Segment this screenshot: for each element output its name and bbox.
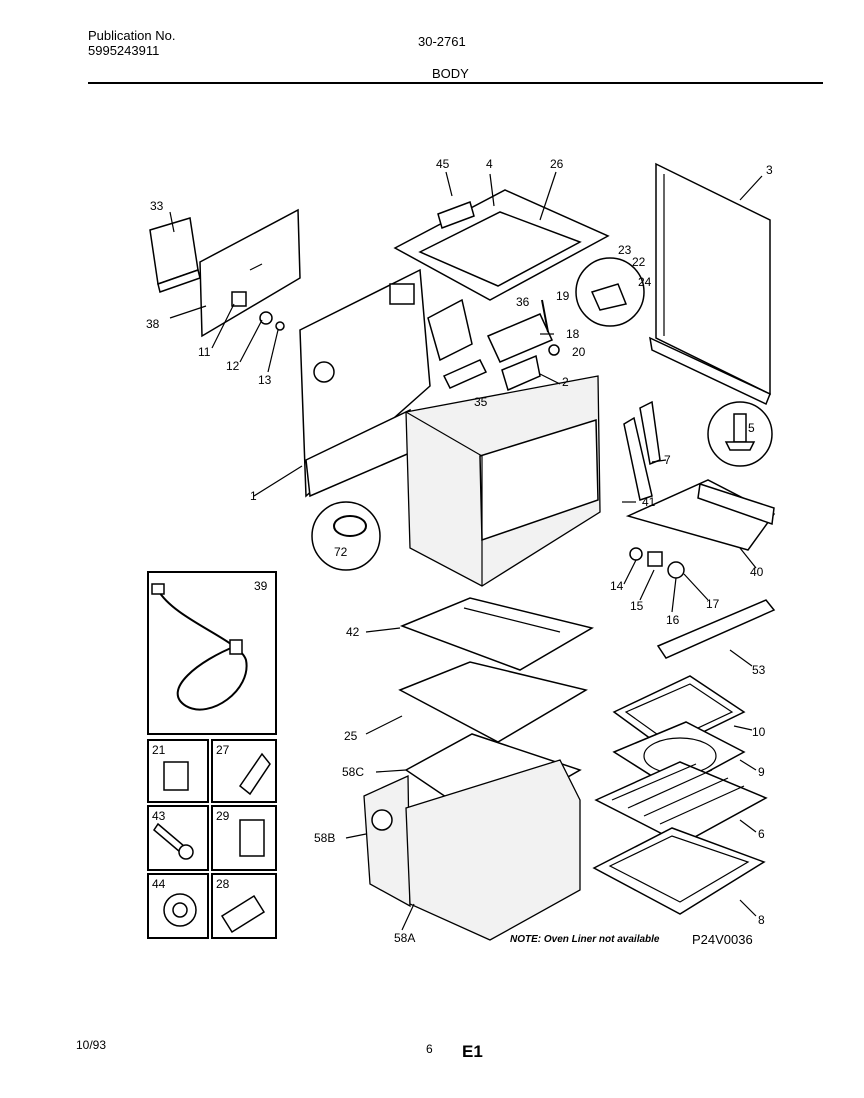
callout-14: 14 xyxy=(610,579,624,593)
part-14-15-16-17 xyxy=(629,547,685,579)
callout-20: 20 xyxy=(572,345,586,359)
part-39-power-cord xyxy=(151,583,248,711)
part-72-disc xyxy=(311,501,381,571)
part-28-bracket xyxy=(220,894,266,934)
part-22-23-24 xyxy=(575,257,645,327)
part-29-bracket xyxy=(239,819,265,857)
part-58-base xyxy=(363,759,581,941)
part-27-clip xyxy=(238,752,271,796)
callout-16: 16 xyxy=(666,613,680,627)
page-number: 6 xyxy=(426,1042,433,1056)
callouts: 33 38 11 12 13 1 45 4 26 3 23 22 24 19 3… xyxy=(146,157,773,945)
callout-36: 36 xyxy=(516,295,530,309)
inset-boxes xyxy=(147,571,277,939)
oven-body xyxy=(405,375,601,587)
part-1-side-panel xyxy=(299,268,431,498)
callout-28: 28 xyxy=(216,877,230,891)
callout-24: 24 xyxy=(638,275,652,289)
oven-liner-note: NOTE: Oven Liner not available xyxy=(510,934,660,945)
part-7 xyxy=(623,400,661,501)
part-36-18-19-20-valves xyxy=(427,298,560,363)
part-38-panel xyxy=(199,208,301,338)
part-8-frame xyxy=(592,827,766,915)
part-3-panel xyxy=(649,162,771,406)
callout-35: 35 xyxy=(474,395,488,409)
callout-72: 72 xyxy=(334,545,348,559)
callout-21: 21 xyxy=(152,743,166,757)
part-40-bracket xyxy=(625,479,776,551)
part-35-2 xyxy=(442,354,541,392)
callout-10: 10 xyxy=(752,725,766,739)
publication-number: 5995243911 xyxy=(88,43,160,58)
callout-4: 4 xyxy=(486,157,493,171)
part-43-screw xyxy=(153,822,194,860)
callout-8: 8 xyxy=(758,913,765,927)
part-4-top-frame xyxy=(393,189,610,301)
callout-45: 45 xyxy=(436,157,450,171)
callout-44: 44 xyxy=(152,877,166,891)
callout-11: 11 xyxy=(198,345,211,359)
callout-17: 17 xyxy=(706,597,720,611)
callout-58a: 58A xyxy=(394,931,415,945)
callout-58c: 58C xyxy=(342,765,364,779)
callout-22: 22 xyxy=(632,255,646,269)
callout-18: 18 xyxy=(566,327,580,341)
leader-lines xyxy=(169,171,763,931)
callout-33: 33 xyxy=(150,199,164,213)
page-code: E1 xyxy=(462,1042,483,1061)
callout-29: 29 xyxy=(216,809,230,823)
callout-12: 12 xyxy=(226,359,240,373)
part-44-knob xyxy=(163,893,197,927)
publication-label: Publication No. xyxy=(88,28,176,43)
callout-42: 42 xyxy=(346,625,360,639)
callout-38: 38 xyxy=(146,317,160,331)
callout-15: 15 xyxy=(630,599,644,613)
callout-41: 41 xyxy=(642,495,656,509)
callout-23: 23 xyxy=(618,243,632,257)
callout-40: 40 xyxy=(750,565,764,579)
callout-9: 9 xyxy=(758,765,765,779)
callout-25: 25 xyxy=(344,729,358,743)
part-6-rack xyxy=(594,761,768,845)
part-5-leveler xyxy=(707,401,773,467)
callout-5: 5 xyxy=(748,421,755,435)
callout-27: 27 xyxy=(216,743,230,757)
doc-number: 30-2761 xyxy=(418,34,466,49)
callout-39: 39 xyxy=(254,579,268,593)
callout-58b: 58B xyxy=(314,831,335,845)
callout-43: 43 xyxy=(152,809,166,823)
part-53-rail xyxy=(656,599,776,659)
callout-19: 19 xyxy=(556,289,570,303)
callout-6: 6 xyxy=(758,827,765,841)
part-25-panel xyxy=(398,661,588,743)
figure-id: P24V0036 xyxy=(692,932,753,947)
part-42-panel xyxy=(399,597,594,671)
callout-1: 1 xyxy=(250,489,257,503)
section-title: BODY xyxy=(432,66,469,81)
footer-date: 10/93 xyxy=(76,1038,107,1052)
callout-7: 7 xyxy=(664,453,671,467)
part-21-clip xyxy=(163,761,189,791)
header-rule xyxy=(88,82,823,84)
callout-26: 26 xyxy=(550,157,564,171)
part-33-bracket xyxy=(149,217,201,293)
callout-13: 13 xyxy=(258,373,272,387)
callout-53: 53 xyxy=(752,663,766,677)
callout-3: 3 xyxy=(766,163,773,177)
callout-2: 2 xyxy=(562,375,569,389)
part-11-12-13 xyxy=(231,291,285,331)
